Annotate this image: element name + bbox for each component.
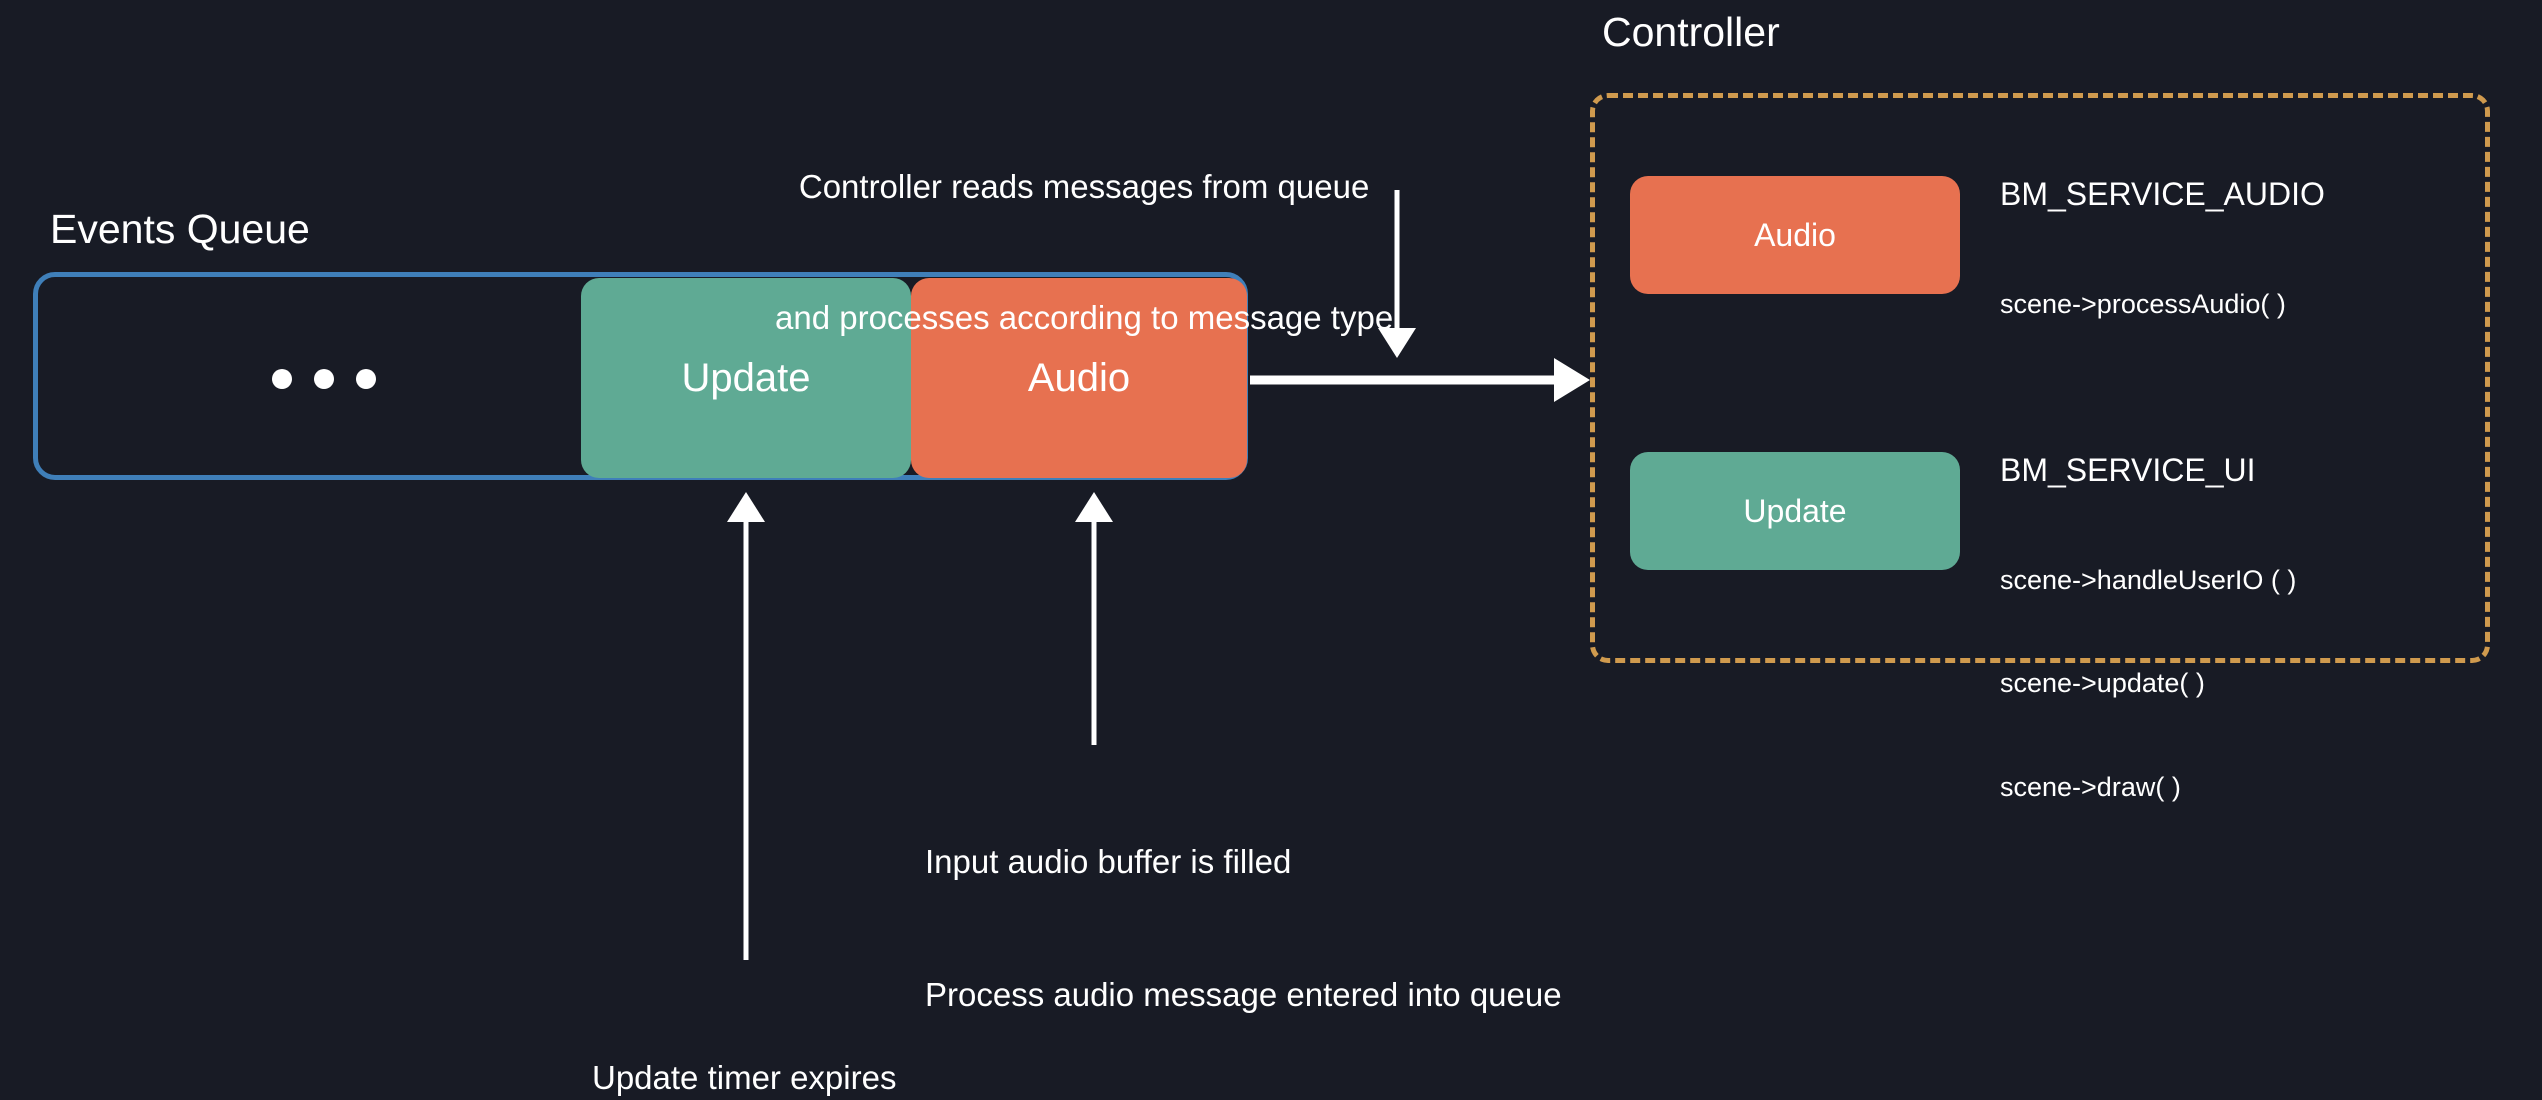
- update-chip-callout-arrow: [727, 492, 765, 960]
- ellipsis-dot: [272, 369, 292, 389]
- annotation-controller-reads: Controller reads messages from queue and…: [775, 78, 1393, 426]
- audio-chip-callout-arrow: [1075, 492, 1113, 745]
- arrow-head: [727, 492, 765, 522]
- queue-message-update: Update: [581, 278, 911, 478]
- service-calls-audio: scene->processAudio( ): [2000, 218, 2325, 391]
- annotation-line: Input audio buffer is filled: [925, 843, 1292, 881]
- annotation-line: Controller reads messages from queue: [798, 168, 1370, 206]
- annotation-audio-buffer: Input audio buffer is filled Process aud…: [925, 752, 1562, 1100]
- service-name-ui: BM_SERVICE_UI: [2000, 452, 2256, 488]
- service-call-line: scene->processAudio( ): [2000, 288, 2286, 319]
- arrow-head: [1075, 492, 1113, 522]
- annotation-line: and processes according to message type: [775, 298, 1394, 336]
- controller-title: Controller: [1602, 9, 1780, 55]
- service-chip-audio: Audio: [1630, 176, 1960, 294]
- service-text-ui: BM_SERVICE_UI scene->handleUserIO ( ) sc…: [2000, 452, 2296, 874]
- service-row-ui: Update BM_SERVICE_UI scene->handleUserIO…: [1630, 452, 2296, 874]
- queue-message-audio: Audio: [911, 278, 1247, 478]
- events-queue-title: Events Queue: [50, 206, 310, 252]
- annotation-update-timer: Update timer expires Update message ente…: [592, 968, 1126, 1100]
- service-text-audio: BM_SERVICE_AUDIO scene->processAudio( ): [2000, 176, 2325, 390]
- annotation-line: Process audio message entered into queue: [925, 976, 1562, 1014]
- queue-ellipsis-icon: [272, 369, 376, 389]
- ellipsis-dot: [314, 369, 334, 389]
- arrow-head: [1554, 358, 1590, 402]
- service-calls-ui: scene->handleUserIO ( ) scene->update( )…: [2000, 494, 2296, 874]
- annotation-line: Update timer expires: [592, 1059, 897, 1097]
- controller-container: [1590, 93, 2490, 663]
- service-call-line: scene->update( ): [2000, 668, 2205, 699]
- service-row-audio: Audio BM_SERVICE_AUDIO scene->processAud…: [1630, 176, 2325, 390]
- service-call-line: scene->handleUserIO ( ): [2000, 564, 2297, 595]
- service-chip-update: Update: [1630, 452, 1960, 570]
- service-name-audio: BM_SERVICE_AUDIO: [2000, 176, 2325, 212]
- service-call-line: scene->draw( ): [2000, 772, 2181, 803]
- ellipsis-dot: [356, 369, 376, 389]
